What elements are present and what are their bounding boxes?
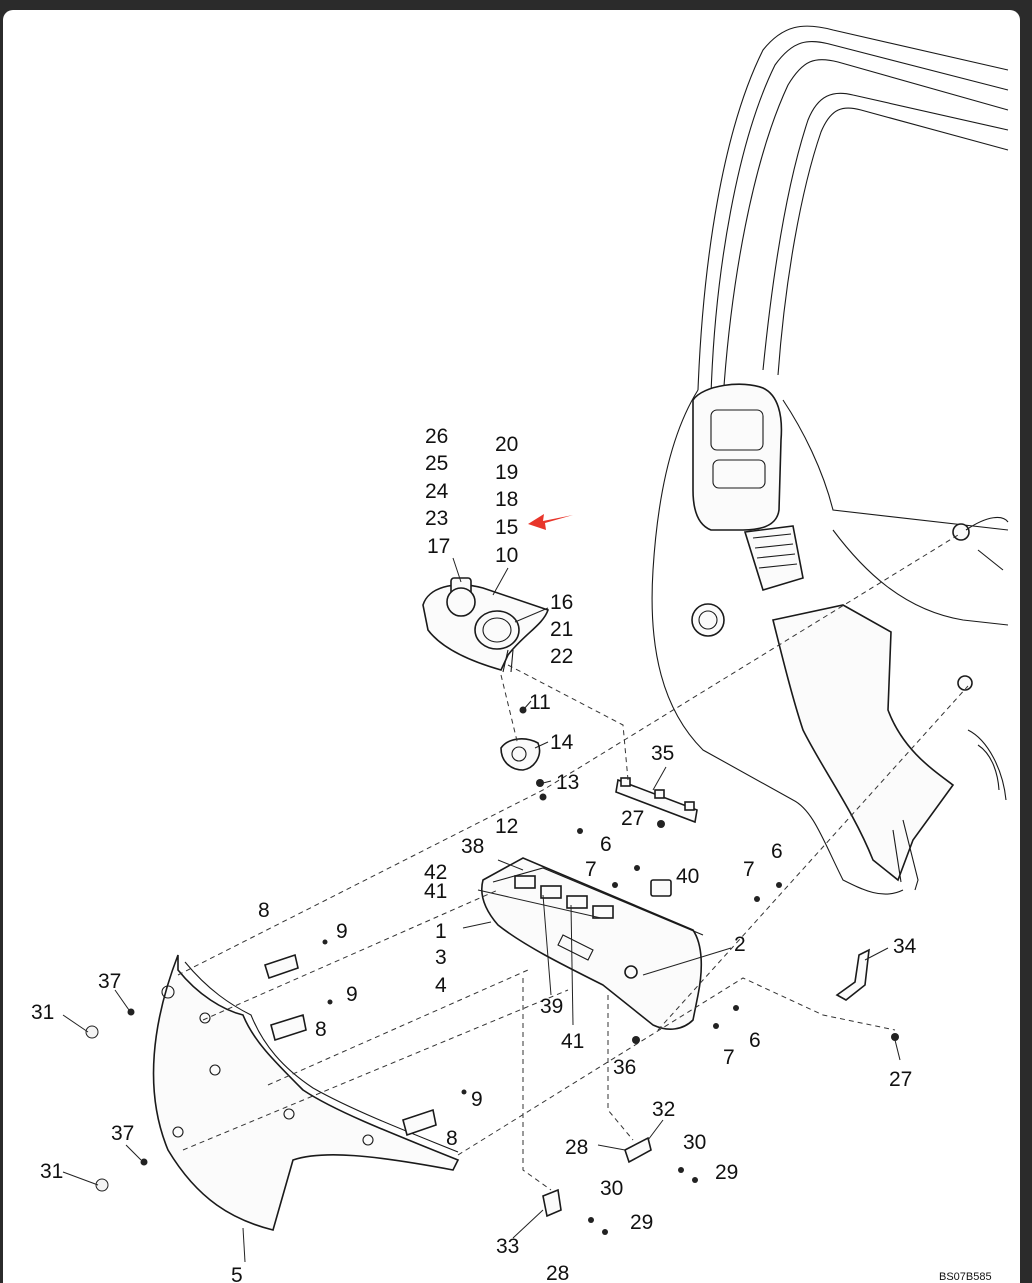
callout-label: 29 bbox=[630, 1211, 653, 1234]
bezel-14 bbox=[500, 706, 547, 801]
callout-label: 9 bbox=[336, 920, 348, 943]
fasteners bbox=[85, 828, 899, 1235]
parts-diagram: 26 25 24 23 17 20 19 18 15 10 16 21 22 1… bbox=[31, 25, 1009, 1283]
callout-label: 39 bbox=[540, 995, 563, 1018]
callout-label: 1 bbox=[435, 920, 447, 943]
assembly-lines bbox=[177, 534, 969, 1191]
callout-label: 34 bbox=[893, 935, 917, 958]
callout-label: 18 bbox=[495, 488, 518, 511]
drawing-code: BS07B585 bbox=[939, 1271, 992, 1283]
callout-label: 16 bbox=[550, 591, 573, 614]
callout-label: 12 bbox=[495, 815, 518, 838]
callout-label: 8 bbox=[258, 899, 270, 922]
callout-label: 38 bbox=[461, 835, 484, 858]
callout-label: 6 bbox=[771, 840, 783, 863]
upper-console bbox=[422, 577, 550, 673]
diagram-canvas: 26 25 24 23 17 20 19 18 15 10 16 21 22 1… bbox=[3, 10, 1020, 1283]
callout-label: 10 bbox=[495, 544, 518, 567]
callout-label: 20 bbox=[495, 433, 518, 456]
callout-label: 41 bbox=[561, 1030, 584, 1053]
callout-label: 31 bbox=[40, 1160, 63, 1183]
callout-label: 11 bbox=[529, 691, 551, 714]
callout-label: 27 bbox=[621, 807, 644, 830]
side-panel-5 bbox=[152, 954, 460, 1231]
callout-label: 7 bbox=[743, 858, 755, 881]
callout-label: 17 bbox=[427, 535, 450, 558]
callout-label: 30 bbox=[600, 1177, 623, 1200]
callout-labels: 26 25 24 23 17 20 19 18 15 10 16 21 22 1… bbox=[31, 425, 917, 1283]
callout-label: 28 bbox=[565, 1136, 588, 1159]
bracket-35 bbox=[615, 777, 698, 828]
callout-label: 4 bbox=[435, 974, 447, 997]
callout-label: 24 bbox=[425, 480, 449, 503]
callout-label: 3 bbox=[435, 946, 447, 969]
callout-label: 5 bbox=[231, 1264, 243, 1283]
callout-label: 33 bbox=[496, 1235, 519, 1258]
callout-label: 37 bbox=[98, 970, 121, 993]
callout-label: 37 bbox=[111, 1122, 134, 1145]
callout-label: 6 bbox=[749, 1029, 761, 1052]
callout-label: 8 bbox=[315, 1018, 327, 1041]
callout-label: 29 bbox=[715, 1161, 738, 1184]
callout-label: 42 bbox=[424, 861, 447, 884]
callout-label: 35 bbox=[651, 742, 674, 765]
callout-label: 8 bbox=[446, 1127, 458, 1150]
leader-lines bbox=[62, 557, 901, 1263]
callout-label: 40 bbox=[676, 865, 699, 888]
lower-console bbox=[481, 857, 704, 1030]
callout-label: 13 bbox=[556, 771, 579, 794]
callout-label: 26 bbox=[425, 425, 448, 448]
callout-label: 30 bbox=[683, 1131, 706, 1154]
callout-label: 19 bbox=[495, 461, 518, 484]
brackets-small bbox=[542, 948, 870, 1218]
callout-label: 9 bbox=[346, 983, 358, 1006]
callout-label: 6 bbox=[600, 833, 612, 856]
callout-label: 31 bbox=[31, 1001, 54, 1024]
callout-label: 14 bbox=[550, 731, 574, 754]
highlight-arrow bbox=[528, 514, 573, 530]
callout-label: 21 bbox=[550, 618, 573, 641]
callout-label: 22 bbox=[550, 645, 573, 668]
callout-label: 28 bbox=[546, 1262, 569, 1283]
callout-label: 15 bbox=[495, 516, 518, 539]
cab-frame bbox=[651, 25, 1009, 895]
clips-8 bbox=[264, 953, 437, 1137]
callout-label: 36 bbox=[613, 1056, 636, 1079]
callout-label: 32 bbox=[652, 1098, 675, 1121]
callout-label: 7 bbox=[723, 1046, 735, 1069]
callout-label: 23 bbox=[425, 507, 448, 530]
callout-label: 25 bbox=[425, 452, 448, 475]
callout-label: 41 bbox=[424, 880, 447, 903]
callout-label: 2 bbox=[734, 933, 746, 956]
callout-label: 27 bbox=[889, 1068, 912, 1091]
callout-label: 9 bbox=[471, 1088, 483, 1111]
callout-label: 7 bbox=[585, 858, 597, 881]
